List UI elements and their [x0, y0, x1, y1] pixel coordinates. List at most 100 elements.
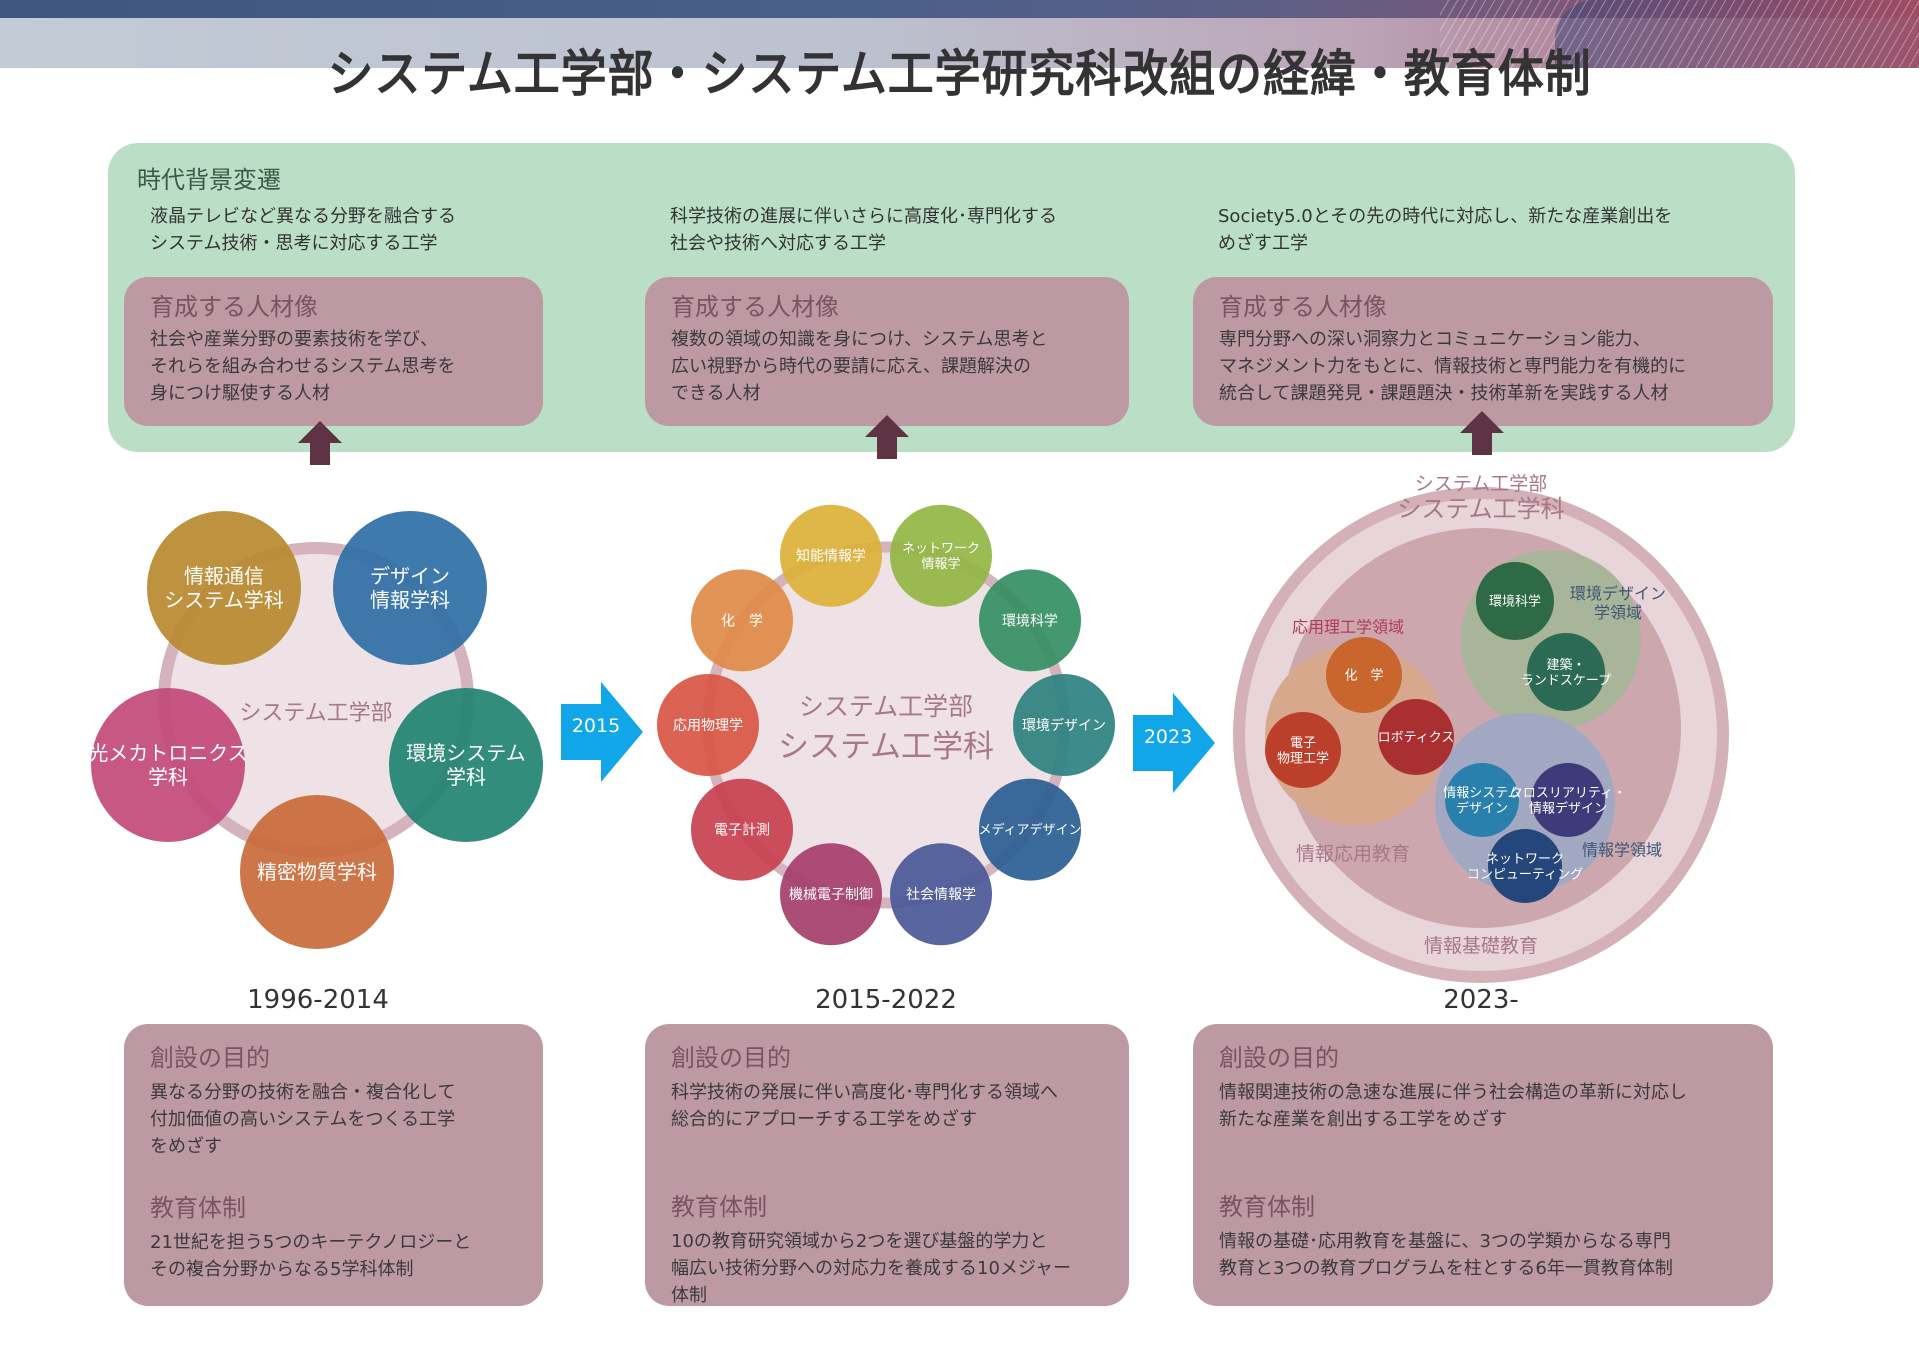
department-circle — [333, 511, 487, 665]
program-label: ネットワークコンピューティング — [1467, 852, 1583, 883]
talent-text: 社会や産業分野の要素技術を学び、 それらを組み合わせるシステム思考を 身につけ駆… — [150, 329, 456, 404]
major-circle — [890, 504, 993, 607]
program-circle — [1531, 763, 1605, 837]
period-box-3: 創設の目的 情報関連技術の急速な進展に伴う社会構造の革新に対応し 新たな産業を創… — [1193, 1024, 1773, 1306]
header-hatch-pattern — [1440, 0, 1919, 68]
system-text: 10の教育研究領域から2つを選び基盤的学力と 幅広い技術分野への対応力を養成する… — [671, 1231, 1072, 1306]
header-top-stripe — [0, 0, 1919, 18]
transition-year: 2015 — [572, 715, 620, 737]
system-heading: 教育体制 — [1219, 1193, 1315, 1221]
diagram-1996-2014: システム工学部 情報通信システム学科デザイン情報学科環境システム学科精密物質学科… — [88, 511, 543, 949]
transition-year: 2023 — [1144, 726, 1192, 748]
department-label: デザイン情報学科 — [370, 564, 450, 612]
major-label: 応用物理学 — [673, 718, 743, 734]
major-circle — [890, 843, 993, 946]
major-label: 社会情報学 — [906, 887, 976, 903]
faculty-label: システム工学部 — [239, 701, 392, 726]
department-label: 情報通信システム学科 — [164, 564, 283, 612]
right-arrow-icon — [561, 682, 643, 782]
purpose-text: 科学技術の発展に伴い高度化･専門化する領域へ 総合的にアプローチする工学をめざす — [671, 1082, 1058, 1130]
program-circle — [1378, 699, 1454, 775]
department-circle — [389, 688, 543, 842]
major-circle — [690, 778, 793, 881]
purpose-heading: 創設の目的 — [1219, 1044, 1339, 1072]
program-circle — [1445, 763, 1519, 837]
program-label: 建築・ランドスケープ — [1521, 658, 1611, 689]
transition-arrow-2023: 2023 — [1133, 693, 1215, 793]
purpose-text: 情報関連技術の急速な進展に伴う社会構造の革新に対応し 新たな産業を創出する工学を… — [1219, 1082, 1687, 1130]
talent-heading: 育成する人材像 — [1219, 293, 1387, 321]
major-label: 環境デザイン — [1022, 717, 1106, 734]
period-box-2: 創設の目的 科学技術の発展に伴い高度化･専門化する領域へ 総合的にアプローチする… — [645, 1024, 1129, 1306]
department-label: システム工学科 — [778, 729, 994, 765]
talent-text: 専門分野への深い洞察力とコミュニケーション能力、 マネジメント力をもとに、情報技… — [1219, 329, 1687, 404]
department-label: 光メカトロニクス学科 — [88, 741, 247, 789]
program-circle — [1527, 633, 1605, 711]
program-label: 化 学 — [1344, 668, 1383, 684]
program-label: 電子物理工学 — [1277, 736, 1329, 767]
program-circle — [1488, 829, 1562, 903]
up-arrow-icon — [1460, 411, 1504, 455]
major-circle — [657, 674, 759, 776]
period-years-1: 1996-2014 — [247, 985, 389, 1015]
faculty-label: システム工学部 — [1415, 473, 1547, 495]
diagram-2015-2022: システム工学部 システム工学科 知能情報学 ネットワーク情報学環境科学環境デザイン… — [657, 504, 1115, 946]
talent-box-2: 育成する人材像 複数の領域の知識を身につけ、システム思考と 広い視野から時代の要… — [645, 277, 1129, 426]
period-box-1: 創設の目的 異なる分野の技術を融合・複合化して 付加価値の高いシステムをつくる工… — [124, 1024, 543, 1306]
era-background-heading: 時代背景変遷 — [137, 166, 281, 194]
period-years-2: 2015-2022 — [815, 985, 957, 1015]
purpose-text: 異なる分野の技術を融合・複合化して 付加価値の高いシステムをつくる工学 をめざす — [150, 1082, 456, 1157]
major-label: 電子計測 — [714, 823, 770, 839]
era-context-1: 液晶テレビなど異なる分野を融合する システム技術・思考に対応する工学 — [150, 206, 456, 254]
domain-label: 応用理工学領域 — [1292, 618, 1404, 637]
info-basic-education-label: 情報基礎教育 — [1424, 935, 1538, 957]
domain-label: 情報学領域 — [1582, 841, 1662, 860]
department-label: 環境システム学科 — [406, 741, 525, 789]
major-circle — [690, 569, 793, 672]
department-circle — [147, 511, 301, 665]
major-label: ネットワーク情報学 — [902, 541, 980, 572]
talent-heading: 育成する人材像 — [671, 293, 839, 321]
diagrams-canvas: システム工学部 情報通信システム学科デザイン情報学科環境システム学科精密物質学科… — [88, 473, 1729, 983]
system-text: 21世紀を担う5つのキーテクノロジーと その複合分野からなる5学科体制 — [150, 1232, 472, 1280]
program-label: 情報システムデザイン — [1443, 786, 1521, 817]
period-years-3: 2023- — [1443, 985, 1519, 1015]
talent-box-3: 育成する人材像 専門分野への深い洞察力とコミュニケーション能力、 マネジメント力… — [1193, 277, 1773, 426]
major-label: メディアデザイン — [978, 822, 1081, 838]
talent-box-1: 育成する人材像 社会や産業分野の要素技術を学び、 それらを組み合わせるシステム思… — [124, 277, 543, 426]
talent-heading: 育成する人材像 — [150, 293, 318, 321]
major-label: 機械電子制御 — [789, 887, 873, 903]
up-arrow-icon — [865, 415, 909, 459]
page-title: システム工学部・システム工学研究科改組の経緯・教育体制 — [327, 45, 1592, 103]
department-circle — [91, 688, 245, 842]
department-label: システム工学科 — [1397, 495, 1564, 523]
major-label: 環境科学 — [1002, 613, 1058, 629]
program-circle — [1326, 637, 1402, 713]
program-label: ロボティクス — [1378, 731, 1455, 746]
right-arrow-icon — [1133, 693, 1215, 793]
major-circle — [979, 569, 1082, 672]
program-label: 環境科学 — [1489, 594, 1541, 610]
purpose-heading: 創設の目的 — [671, 1044, 791, 1072]
domain-label: 環境デザイン学領域 — [1570, 584, 1666, 622]
major-circle — [979, 778, 1082, 881]
era-context-3: Society5.0とその先の時代に対応し、新たな産業創出を めざす工学 — [1218, 206, 1673, 254]
major-circle — [779, 504, 882, 607]
header-accent — [1555, 0, 1919, 68]
info-applied-education-label: 情報応用教育 — [1296, 843, 1410, 865]
talent-text: 複数の領域の知識を身につけ、システム思考と 広い視野から時代の要請に応え、課題解… — [671, 329, 1048, 404]
program-label: クロスリアリティ・情報デザイン — [1510, 786, 1626, 817]
transition-arrow-2015: 2015 — [561, 682, 643, 782]
program-circle — [1265, 712, 1341, 788]
system-text: 情報の基礎･応用教育を基盤に、3つの学類からなる専門 教育と3つの教育プログラム… — [1219, 1231, 1673, 1279]
faculty-label: システム工学部 — [799, 692, 973, 721]
system-heading: 教育体制 — [150, 1194, 246, 1222]
department-circle — [240, 795, 394, 949]
era-context-2: 科学技術の進展に伴いさらに高度化･専門化する 社会や技術へ対応する工学 — [670, 206, 1057, 254]
major-label: 知能情報学 — [796, 548, 866, 565]
major-label: 化 学 — [721, 613, 763, 629]
major-circle — [1013, 674, 1115, 776]
up-arrow-icon — [298, 421, 342, 465]
domain-circle — [1435, 713, 1615, 893]
